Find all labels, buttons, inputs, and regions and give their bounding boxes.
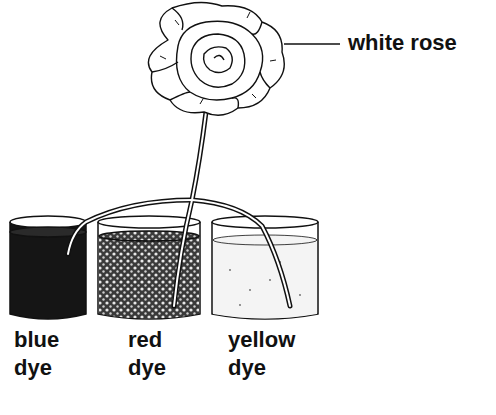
leader-line — [284, 43, 340, 44]
dye-label: red dye — [128, 326, 198, 381]
dye-label: yellow dye — [228, 326, 318, 381]
rose-flower — [148, 2, 284, 115]
dye-label: blue dye — [14, 326, 84, 381]
rose-stem — [68, 112, 290, 306]
part-label: white rose — [348, 29, 488, 57]
